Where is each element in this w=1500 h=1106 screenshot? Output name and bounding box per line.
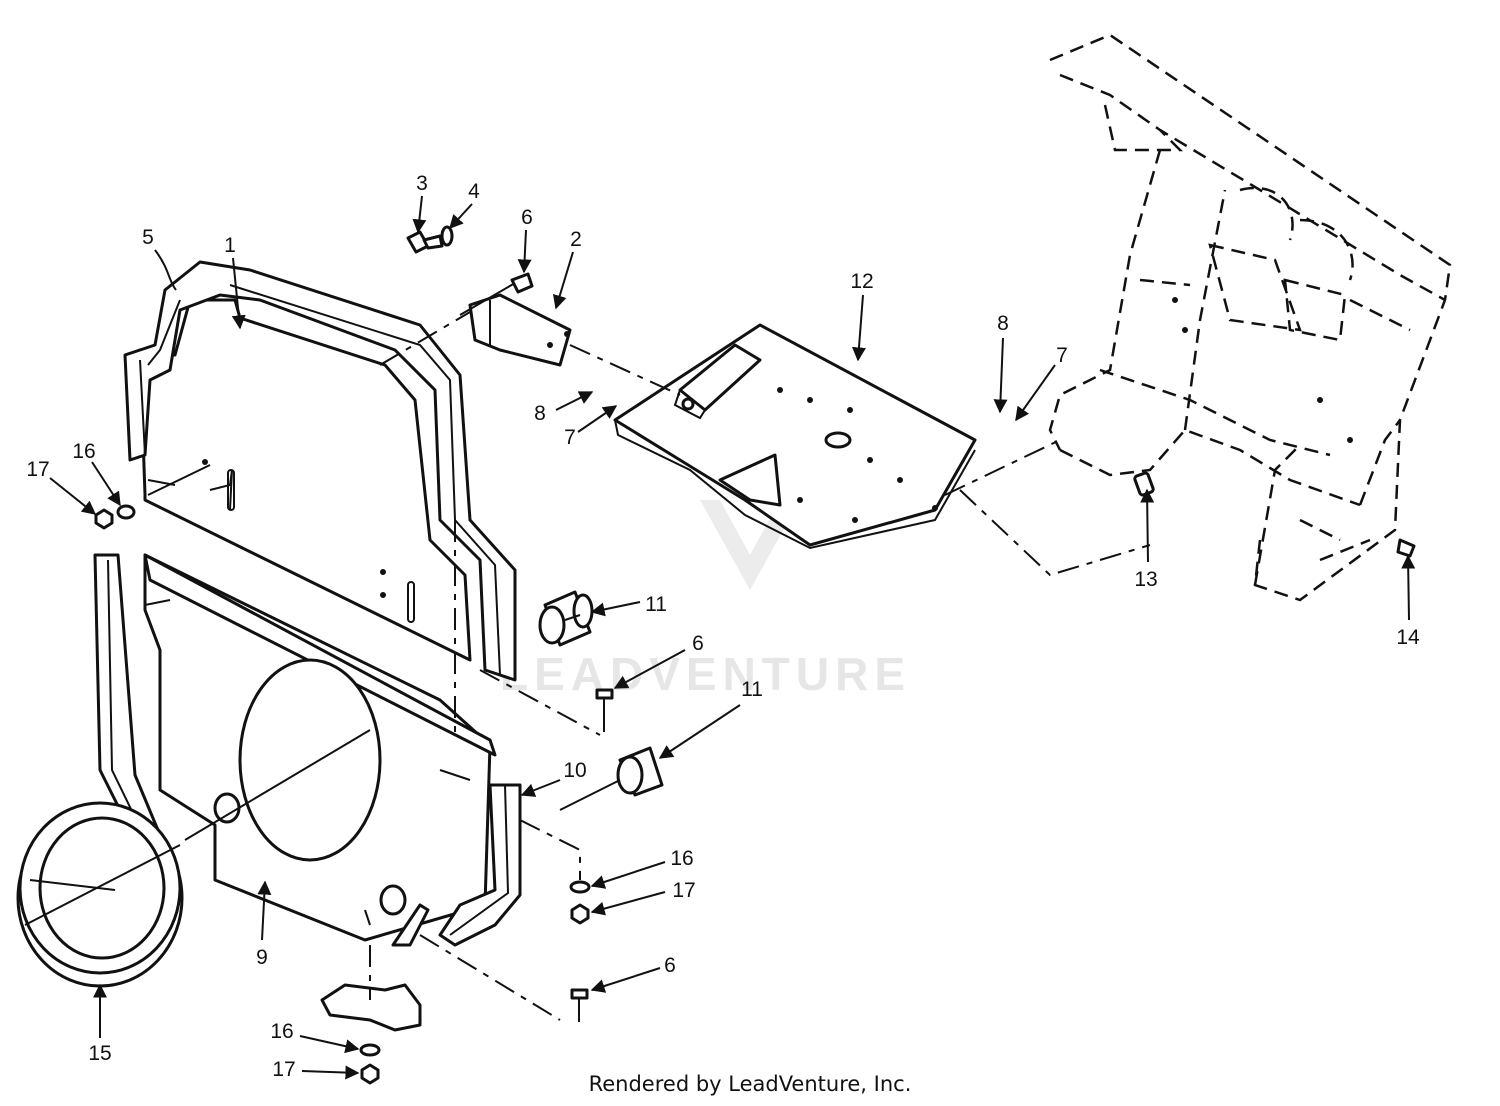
seal-part-10 bbox=[438, 783, 522, 947]
watermark-text: LEADVENTURE bbox=[500, 648, 911, 700]
callout-9: 9 bbox=[256, 946, 268, 969]
washer-part-16-upper bbox=[116, 504, 136, 520]
bushing-part-11-lower bbox=[616, 746, 664, 797]
callouts: 3 4 6 2 5 1 12 8 7 8 7 16 17 11 6 11 10 … bbox=[26, 172, 1420, 1081]
bushing-part-11-upper bbox=[538, 590, 594, 647]
callout-10: 10 bbox=[563, 759, 586, 782]
bottom-cover-plate bbox=[320, 983, 422, 1032]
callout-7: 7 bbox=[564, 426, 576, 449]
callout-16: 16 bbox=[270, 1020, 293, 1043]
bolt-part-6-top bbox=[510, 272, 534, 294]
alignment-lines bbox=[24, 282, 1151, 1021]
callout-13: 13 bbox=[1134, 568, 1157, 591]
nut-part-17-lower bbox=[360, 1063, 380, 1085]
nut-part-17-upper bbox=[94, 508, 114, 530]
callout-8: 8 bbox=[997, 312, 1009, 335]
bolt-part-6-lower bbox=[570, 988, 589, 1022]
callout-8: 8 bbox=[534, 402, 546, 425]
pin-part-14 bbox=[1396, 538, 1416, 558]
lower-shield-part-9 bbox=[143, 553, 497, 947]
callout-11: 11 bbox=[645, 593, 667, 616]
washer-part-4 bbox=[440, 225, 454, 247]
mounting-plate-part-12 bbox=[613, 323, 977, 550]
callout-17: 17 bbox=[672, 879, 695, 902]
callout-6: 6 bbox=[692, 632, 704, 655]
bracket-part-2 bbox=[468, 293, 572, 367]
callout-11: 11 bbox=[741, 678, 763, 701]
callout-17: 17 bbox=[26, 458, 49, 481]
callout-3: 3 bbox=[416, 172, 428, 195]
washer-part-16-lower bbox=[359, 1043, 381, 1057]
callout-14: 14 bbox=[1396, 626, 1420, 649]
callout-6: 6 bbox=[664, 954, 676, 977]
bolt-part-6-mid bbox=[595, 688, 614, 732]
bolt-part-3 bbox=[406, 230, 444, 254]
callout-4: 4 bbox=[468, 180, 480, 203]
leader-arrows bbox=[49, 195, 1416, 1080]
callout-15: 15 bbox=[88, 1042, 111, 1065]
callout-12: 12 bbox=[850, 270, 873, 293]
frame-phantom-outline bbox=[1048, 33, 1452, 602]
callout-7: 7 bbox=[1056, 344, 1068, 367]
callout-5: 5 bbox=[142, 226, 154, 249]
callout-16: 16 bbox=[72, 440, 95, 463]
bolt-part-13 bbox=[1133, 471, 1155, 497]
callout-6: 6 bbox=[521, 206, 533, 229]
callout-2: 2 bbox=[570, 228, 582, 251]
ring-part-15 bbox=[16, 801, 184, 988]
callout-16: 16 bbox=[670, 847, 693, 870]
upper-shield-part-1 bbox=[138, 298, 472, 662]
credit-caption: Rendered by LeadVenture, Inc. bbox=[588, 1072, 912, 1096]
callout-17: 17 bbox=[272, 1058, 295, 1081]
callout-1: 1 bbox=[224, 234, 236, 257]
nut-part-17-mid bbox=[570, 903, 590, 925]
washer-part-16-mid bbox=[569, 880, 591, 894]
